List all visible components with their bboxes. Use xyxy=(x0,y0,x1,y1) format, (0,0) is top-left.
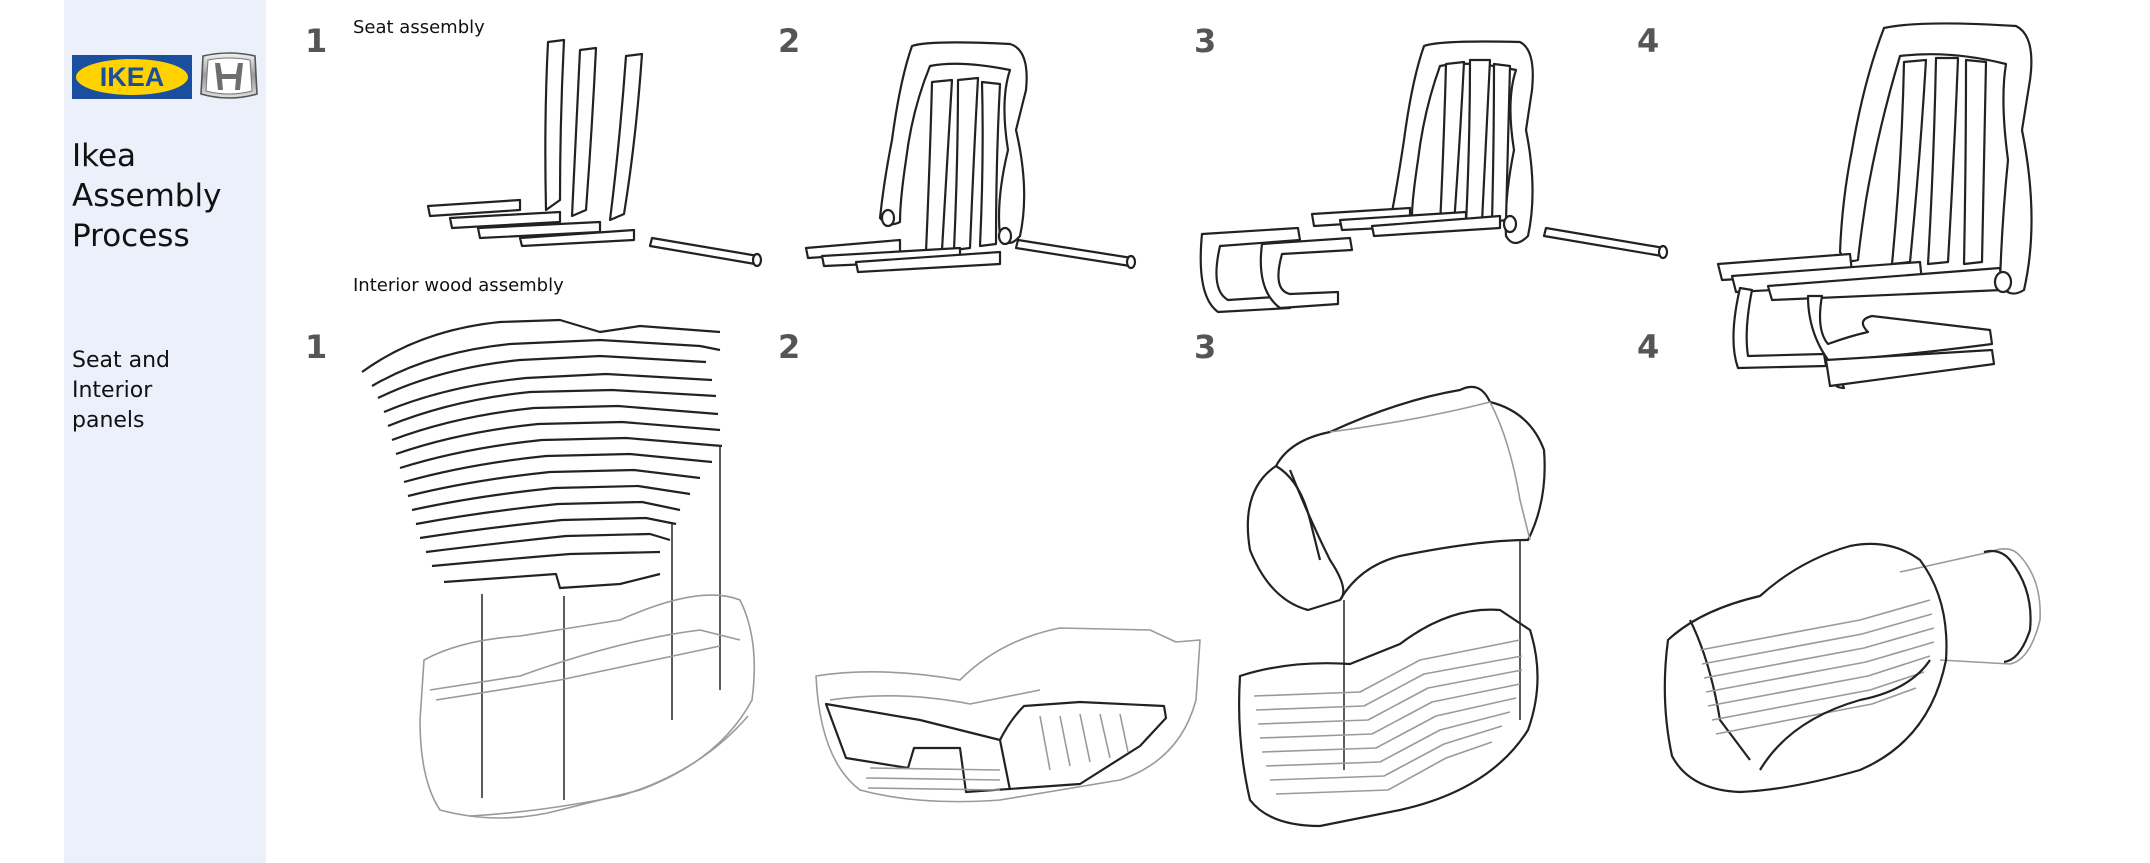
interior-assembly-label: Interior wood assembly xyxy=(353,275,564,296)
title-line: Assembly xyxy=(72,178,222,214)
seat-step-4: 4 xyxy=(1637,22,1660,60)
honda-logo xyxy=(200,52,258,99)
title-line: Ikea xyxy=(72,138,137,174)
ikea-logo: IKEA xyxy=(72,55,192,99)
sidebar xyxy=(64,0,266,863)
interior-step-2: 2 xyxy=(778,328,801,366)
subtitle-line: panels xyxy=(72,408,145,433)
subtitle-line: Interior xyxy=(72,378,153,403)
seat-step-2: 2 xyxy=(778,22,801,60)
ikea-logo-text: IKEA xyxy=(100,62,165,92)
interior-step3-drawing xyxy=(1238,385,1546,828)
interior-step-1: 1 xyxy=(305,328,328,366)
interior-step1-drawing xyxy=(361,318,756,819)
title-line: Process xyxy=(72,218,190,254)
seat-step2-drawing xyxy=(804,41,1137,274)
page-subtitle: Seat and Interior panels xyxy=(72,346,232,436)
interior-step4-drawing xyxy=(1663,542,2041,794)
interior-step-4: 4 xyxy=(1637,328,1660,366)
seat-step3-drawing xyxy=(1199,40,1669,314)
subtitle-line: Seat and xyxy=(72,348,170,373)
page-title: Ikea Assembly Process xyxy=(72,136,262,256)
seat-step-3: 3 xyxy=(1194,22,1217,60)
interior-step-3: 3 xyxy=(1194,328,1217,366)
seat-step1-drawing xyxy=(426,38,763,268)
seat-assembly-label: Seat assembly xyxy=(353,17,485,38)
seat-step-1: 1 xyxy=(305,22,328,60)
interior-step2-drawing xyxy=(815,627,1201,803)
seat-step4-drawing xyxy=(1716,22,2033,390)
